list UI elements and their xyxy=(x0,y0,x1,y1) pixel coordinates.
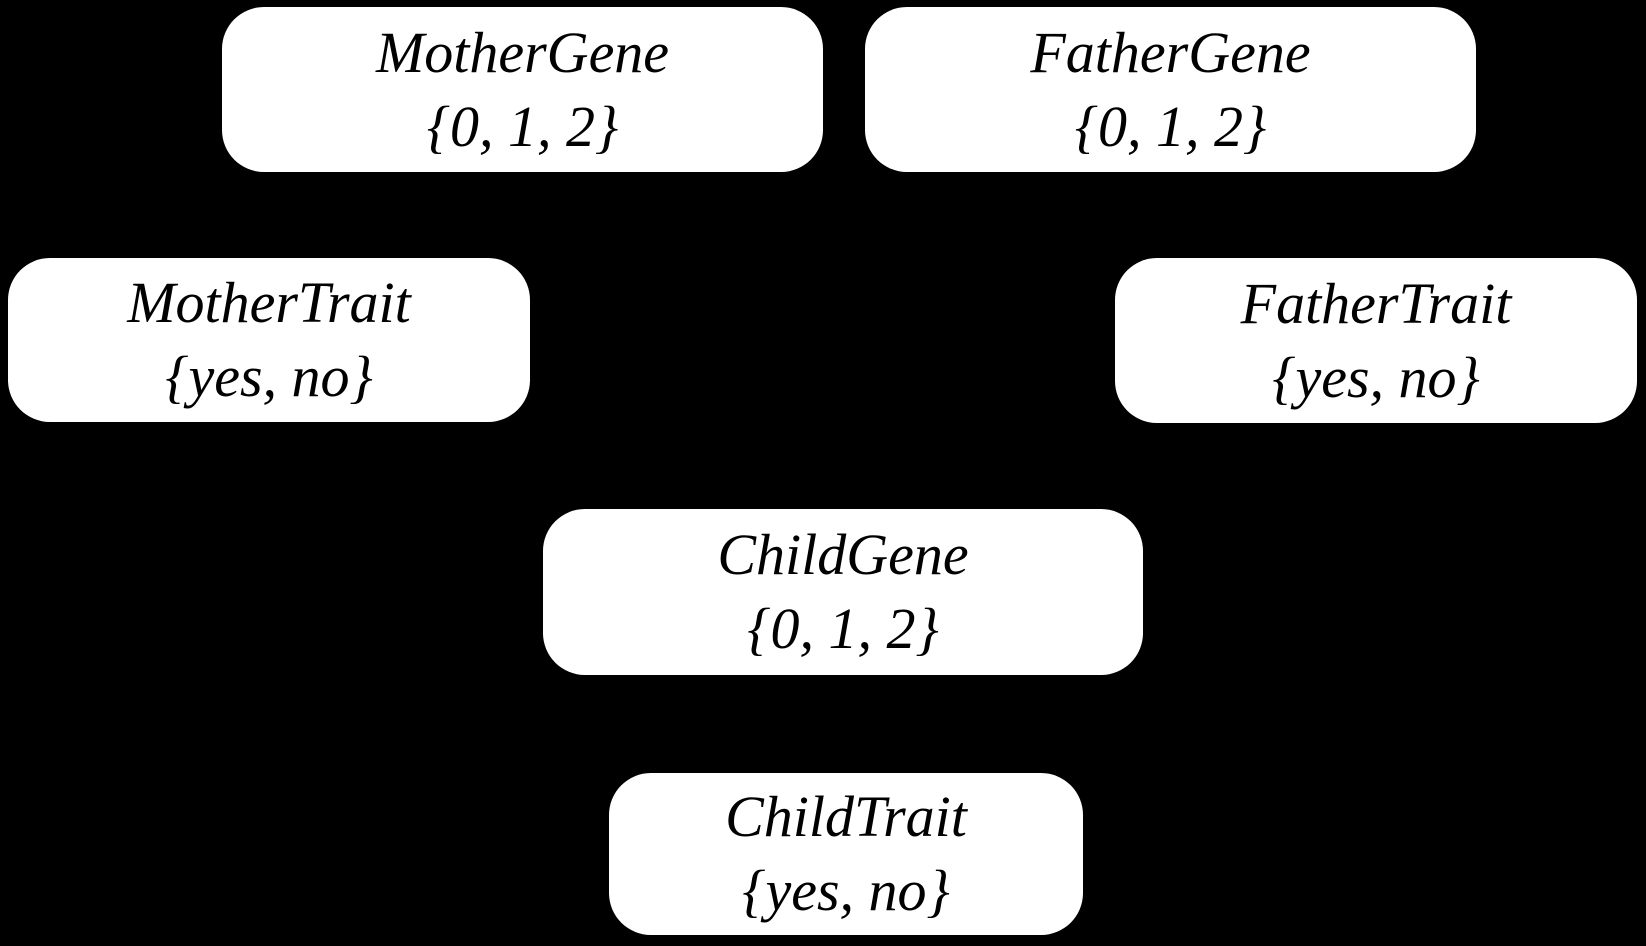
node-mother-trait: MotherTrait {yes, no} xyxy=(8,258,530,422)
node-child-gene: ChildGene {0, 1, 2} xyxy=(543,509,1143,675)
node-child-gene-domain: {0, 1, 2} xyxy=(747,596,939,661)
node-mother-trait-domain: {yes, no} xyxy=(165,344,373,409)
node-child-trait-domain: {yes, no} xyxy=(742,858,950,923)
node-father-trait-label: FatherTrait xyxy=(1240,270,1512,336)
node-mother-gene: MotherGene {0, 1, 2} xyxy=(222,7,823,172)
node-mother-gene-domain: {0, 1, 2} xyxy=(426,93,619,159)
node-child-trait-label: ChildTrait xyxy=(725,784,967,849)
node-mother-gene-label: MotherGene xyxy=(375,19,670,85)
node-mother-trait-label: MotherTrait xyxy=(127,270,411,335)
node-father-trait-domain: {yes, no} xyxy=(1272,344,1480,410)
node-father-gene-label: FatherGene xyxy=(1030,19,1311,85)
node-father-gene: FatherGene {0, 1, 2} xyxy=(865,7,1476,172)
node-child-gene-label: ChildGene xyxy=(717,522,969,587)
node-child-trait: ChildTrait {yes, no} xyxy=(609,773,1083,935)
node-father-trait: FatherTrait {yes, no} xyxy=(1115,258,1637,423)
node-father-gene-domain: {0, 1, 2} xyxy=(1074,93,1267,159)
